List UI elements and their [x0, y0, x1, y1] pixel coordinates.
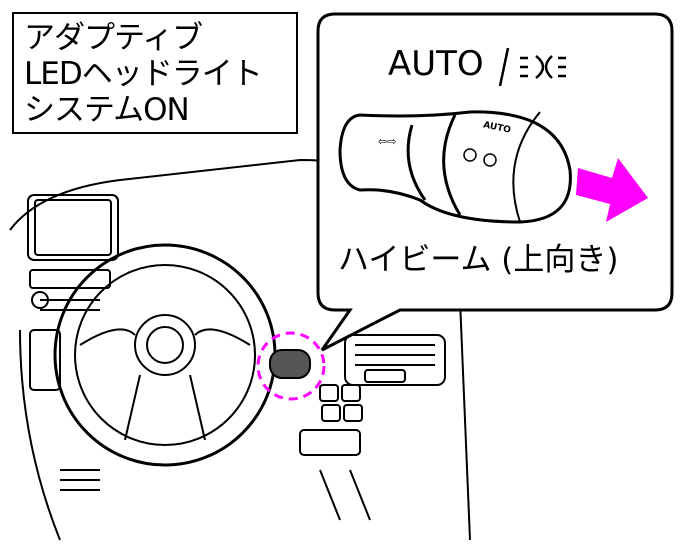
auto-label: AUTO	[388, 44, 484, 84]
headlight-icon	[498, 47, 566, 87]
high-beam-caption: ハイビーム (上向き)	[338, 242, 619, 278]
title-box: アダプティブ LEDヘッドライト システムON	[12, 12, 298, 134]
turn-signal-icon: ⇦⇨	[378, 135, 396, 148]
dashboard-drawing	[9, 158, 471, 541]
arrow-right-icon	[576, 158, 648, 222]
title-line: LEDヘッドライト	[24, 56, 263, 92]
dashed-circle-highlight	[256, 331, 326, 401]
lever-drawing	[338, 110, 572, 224]
title-line: システムON	[24, 92, 190, 128]
title-line: アダプティブ	[24, 20, 203, 56]
